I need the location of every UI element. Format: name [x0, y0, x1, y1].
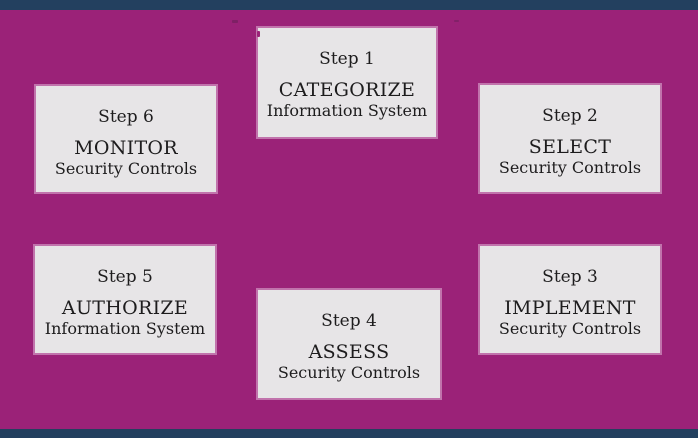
- step-2-target: Security Controls: [498, 158, 642, 177]
- step-4-action: ASSESS: [308, 341, 390, 363]
- step-5-action: AUTHORIZE: [61, 297, 189, 319]
- step-4-label: Step 4: [321, 311, 377, 331]
- step-2-action: SELECT: [528, 136, 612, 158]
- step-5-label: Step 5: [97, 267, 153, 287]
- step-2-box: Step 2 SELECT Security Controls: [480, 85, 660, 192]
- step-1-box: Step 1 CATEGORIZE Information System: [258, 28, 436, 137]
- step-6-action: MONITOR: [74, 137, 178, 159]
- step-1-target: Information System: [266, 101, 428, 120]
- step-3-box: Step 3 IMPLEMENT Security Controls: [480, 246, 660, 353]
- top-border-bar: [0, 0, 698, 10]
- step-6-target: Security Controls: [54, 159, 198, 178]
- pixel-artifact-left: [232, 20, 238, 23]
- step-1-label: Step 1: [319, 49, 375, 69]
- step-6-box: Step 6 MONITOR Security Controls: [36, 86, 216, 192]
- step-1-action: CATEGORIZE: [278, 79, 416, 101]
- pixel-artifact-right: [454, 20, 459, 22]
- step-3-action: IMPLEMENT: [504, 297, 636, 319]
- step-6-label: Step 6: [98, 107, 154, 127]
- step-3-target: Security Controls: [498, 319, 642, 338]
- step-2-label: Step 2: [542, 106, 598, 126]
- step-5-box: Step 5 AUTHORIZE Information System: [35, 246, 215, 353]
- step-5-target: Information System: [44, 319, 206, 338]
- step-4-target: Security Controls: [277, 363, 421, 382]
- step-3-label: Step 3: [542, 267, 598, 287]
- pixel-artifact-box1-corner: [257, 31, 260, 37]
- step-4-box: Step 4 ASSESS Security Controls: [258, 290, 440, 398]
- bottom-border-bar: [0, 429, 698, 438]
